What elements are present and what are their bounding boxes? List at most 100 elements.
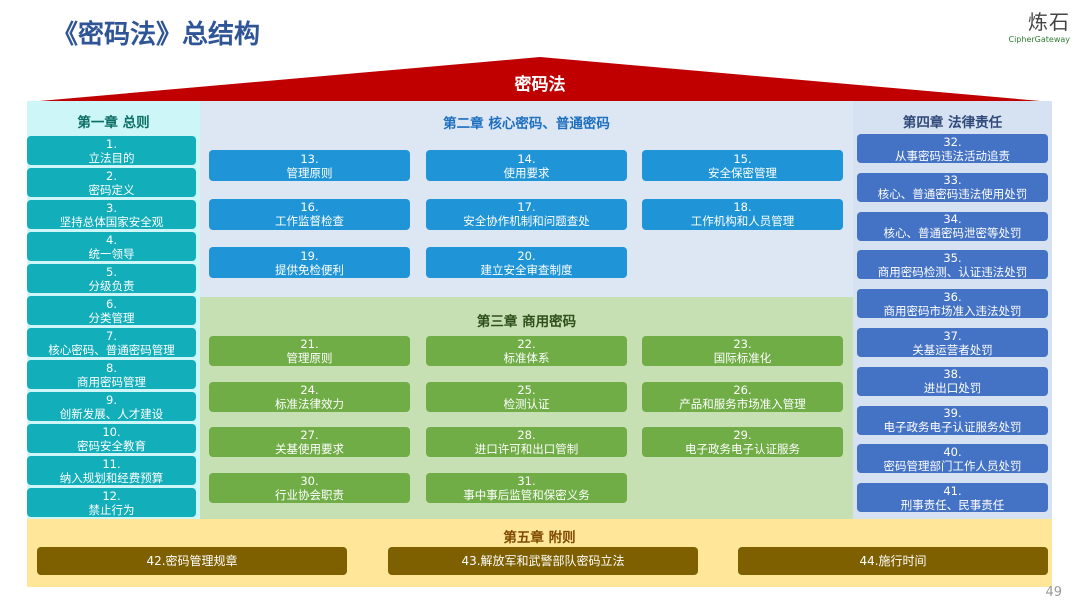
article-button[interactable]: 36.商用密码市场准入违法处罚 [857, 289, 1048, 319]
article-title: 进口许可和出口管制 [474, 442, 579, 456]
article-button[interactable]: 17.安全协作机制和问题查处 [426, 198, 627, 230]
article-button[interactable]: 40.密码管理部门工作人员处罚 [857, 444, 1048, 474]
article-button[interactable]: 18.工作机构和人员管理 [642, 198, 843, 230]
article-number: 15. [733, 151, 752, 166]
article-title: 管理原则 [286, 165, 333, 180]
article-button[interactable]: 31.事中事后监管和保密义务 [426, 472, 627, 503]
article-number: 1. [106, 136, 117, 151]
article-button[interactable]: 10.密码安全教育 [27, 424, 196, 453]
article-number: 16. [300, 200, 319, 214]
article-title: 进出口处罚 [923, 381, 982, 396]
article-number: 18. [733, 200, 752, 214]
article-button[interactable]: 26.产品和服务市场准入管理 [642, 381, 843, 412]
chapter-4-title: 第四章 法律责任 [902, 115, 1003, 131]
article-button[interactable]: 33.核心、普通密码违法使用处罚 [857, 172, 1048, 202]
article-number: 32. [943, 134, 962, 149]
page-number: 49 [1045, 585, 1062, 600]
article-title: 国际标准化 [713, 351, 772, 365]
article-title: 产品和服务市场准入管理 [679, 396, 806, 411]
article-button[interactable]: 2.密码定义 [27, 168, 196, 197]
article-title: 核心密码、普通密码管理 [48, 342, 175, 357]
article-button[interactable]: 29.电子政务电子认证服务 [642, 427, 843, 457]
article-button[interactable]: 21.管理原则 [209, 336, 410, 366]
article-title: 电子政务电子认证服务处罚 [883, 420, 1022, 435]
logo-en: CipherGateway [1008, 35, 1070, 44]
article-button[interactable]: 14.使用要求 [426, 150, 627, 181]
article-number: 19. [300, 248, 319, 263]
article-title: 禁止行为 [88, 502, 135, 517]
article-title: 纳入规划和经费预算 [59, 470, 164, 485]
article-button[interactable]: 24.标准法律效力 [209, 381, 410, 412]
article-button[interactable]: 12.禁止行为 [27, 488, 196, 517]
article-number: 26. [733, 382, 752, 397]
article-title: 电子政务电子认证服务 [685, 442, 800, 456]
article-button[interactable]: 15.安全保密管理 [642, 150, 843, 181]
article-title: 从事密码违法活动追责 [895, 148, 1010, 163]
article-button[interactable]: 5.分级负责 [27, 264, 196, 293]
article-button[interactable]: 32.从事密码违法活动追责 [857, 134, 1048, 163]
article-button[interactable]: 7.核心密码、普通密码管理 [27, 328, 196, 357]
article-button[interactable]: 42.密码管理规章 [37, 547, 347, 575]
article-button[interactable]: 16.工作监督检查 [209, 198, 410, 230]
page-title: 《密码法》总结构 [52, 20, 261, 50]
article-button[interactable]: 27.关基使用要求 [209, 427, 410, 457]
article-button[interactable]: 43.解放军和武警部队密码立法 [388, 547, 698, 575]
article-button[interactable]: 35.商用密码检测、认证违法处罚 [857, 250, 1048, 280]
chapter-2-title: 第二章 核心密码、普通密码 [443, 116, 610, 132]
article-number: 11. [102, 456, 121, 471]
article-title: 关基使用要求 [275, 442, 344, 456]
article-title: 行业协会职责 [275, 487, 344, 502]
article-button[interactable]: 13.管理原则 [209, 150, 410, 181]
article-button[interactable]: 28.进口许可和出口管制 [426, 427, 627, 457]
article-button[interactable]: 30.行业协会职责 [209, 472, 410, 503]
article-title: 检测认证 [503, 396, 550, 411]
article-button[interactable]: 23.国际标准化 [642, 336, 843, 366]
article-number: 14. [517, 151, 536, 166]
article-button[interactable]: 6.分类管理 [27, 296, 196, 325]
article-title: 工作机构和人员管理 [690, 214, 795, 228]
article-button[interactable]: 34.核心、普通密码泄密等处罚 [857, 211, 1048, 241]
article-title: 密码安全教育 [77, 438, 146, 453]
article-button[interactable]: 44.施行时间 [738, 547, 1048, 575]
article-button[interactable]: 22.标准体系 [426, 336, 627, 366]
article-title: 商用密码管理 [77, 374, 146, 389]
article-button[interactable]: 4.统一领导 [27, 232, 196, 261]
roof-triangle [28, 57, 1052, 102]
article-button[interactable]: 41.刑事责任、民事责任 [857, 483, 1048, 513]
article-button[interactable]: 37.关基运营者处罚 [857, 328, 1048, 357]
article-title: 坚持总体国家安全观 [59, 214, 164, 229]
article-title: 建立安全审查制度 [480, 262, 573, 277]
article-title: 分类管理 [88, 310, 135, 325]
chapter-3-title: 第三章 商用密码 [476, 314, 577, 330]
article-button[interactable]: 38.进出口处罚 [857, 366, 1048, 396]
article-number: 34. [943, 212, 962, 227]
article-title: 管理原则 [286, 351, 333, 365]
article-title: 提供免检便利 [275, 262, 344, 277]
article-button[interactable]: 1.立法目的 [27, 136, 196, 165]
article-button[interactable]: 3.坚持总体国家安全观 [27, 200, 196, 229]
article-number: 4. [106, 232, 117, 247]
article-title: 密码管理部门工作人员处罚 [883, 458, 1022, 473]
article-button[interactable]: 11.纳入规划和经费预算 [27, 456, 196, 485]
article-number: 2. [106, 168, 117, 183]
article-button[interactable]: 20.建立安全审查制度 [426, 247, 627, 278]
article-number: 30. [300, 473, 319, 488]
article-button[interactable]: 9.创新发展、人才建设 [27, 392, 196, 421]
article-number: 37. [943, 328, 962, 343]
article-number: 7. [106, 328, 117, 343]
article-button[interactable]: 19.提供免检便利 [209, 247, 410, 278]
article-number: 41. [943, 483, 962, 498]
article-title: 标准体系 [503, 351, 550, 365]
article-title: 统一领导 [88, 246, 135, 261]
article-title: 商用密码市场准入违法处罚 [883, 303, 1022, 318]
article-number: 8. [106, 360, 117, 375]
chapter-1-title: 第一章 总则 [77, 115, 150, 131]
article-number: 27. [300, 428, 319, 442]
article-button[interactable]: 8.商用密码管理 [27, 360, 196, 389]
article-button[interactable]: 39.电子政务电子认证服务处罚 [857, 405, 1048, 435]
article-number: 20. [517, 248, 536, 263]
article-number: 6. [106, 296, 117, 311]
article-button[interactable]: 25.检测认证 [426, 381, 627, 412]
article-number: 35. [943, 250, 962, 265]
article-title: 43.解放军和武警部队密码立法 [461, 554, 625, 568]
